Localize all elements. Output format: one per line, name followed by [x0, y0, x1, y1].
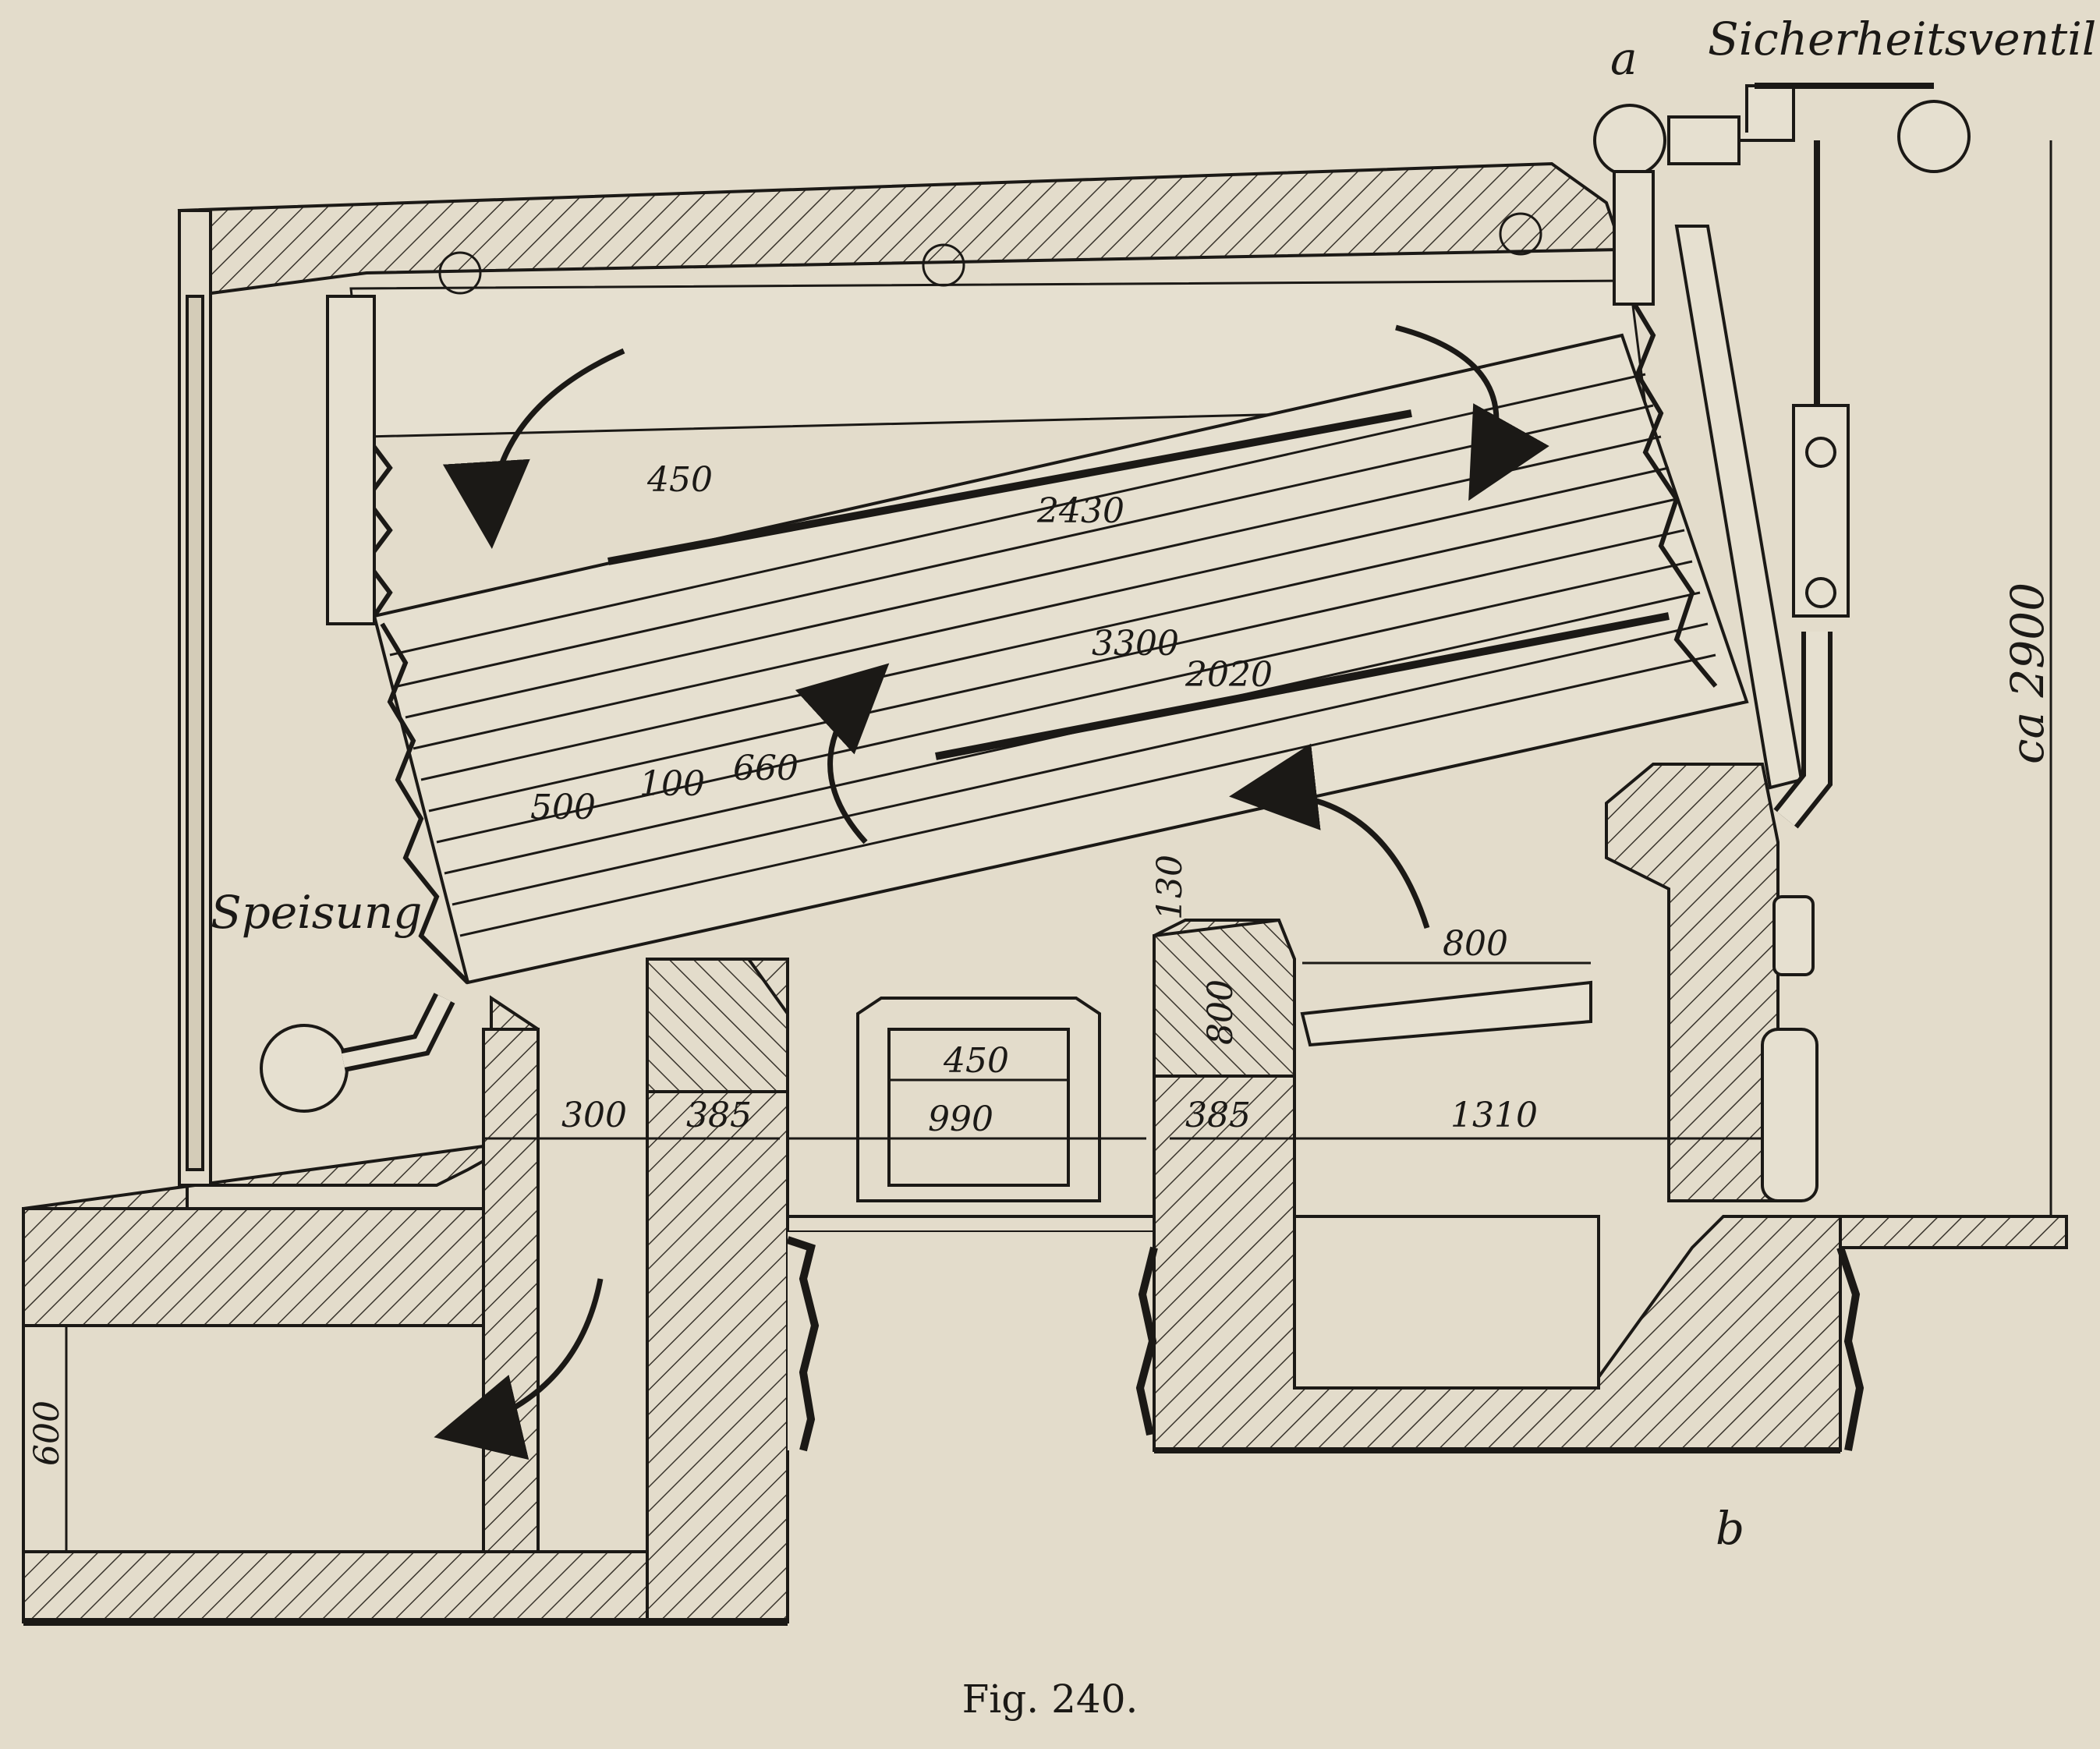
dim-385-left: 385: [686, 1096, 752, 1135]
figure-caption: Fig. 240.: [961, 1676, 1139, 1722]
feed-label: Speisung: [211, 886, 422, 939]
water-tube-bank: [326, 212, 1804, 985]
safety-valve-label: Sicherheitsventil: [1708, 12, 2096, 65]
dimension-lines: [65, 140, 2052, 1552]
dim-800-horizontal: 800: [1443, 924, 1508, 964]
dim-2430: 2430: [1036, 491, 1124, 531]
diagram-labels: Sicherheitsventil Speisung a b ca 2900 4…: [27, 12, 2096, 1555]
dim-2020: 2020: [1185, 655, 1273, 695]
point-b-label: b: [1716, 1502, 1744, 1555]
dim-100: 100: [639, 764, 705, 804]
dim-300: 300: [561, 1096, 627, 1135]
dim-450-door: 450: [943, 1041, 1009, 1081]
dim-800-vertical: 800: [1201, 979, 1241, 1045]
dim-500: 500: [530, 788, 596, 827]
ground-and-foundation: [22, 919, 2068, 1626]
dim-450-top: 450: [646, 460, 713, 500]
furnace-brickwork: [177, 161, 1780, 1202]
fittings-and-valves: [260, 83, 1971, 1202]
dim-385-right: 385: [1185, 1096, 1251, 1135]
dim-660: 660: [733, 749, 799, 788]
height-label: ca 2900: [2001, 582, 2054, 764]
dim-1310: 1310: [1450, 1096, 1538, 1135]
dim-600: 600: [27, 1400, 67, 1466]
point-a-label: a: [1610, 32, 1638, 85]
dim-130: 130: [1150, 855, 1190, 920]
dim-3300: 3300: [1092, 624, 1179, 664]
dim-990: 990: [928, 1099, 993, 1139]
flow-arrows: [434, 324, 1549, 1460]
